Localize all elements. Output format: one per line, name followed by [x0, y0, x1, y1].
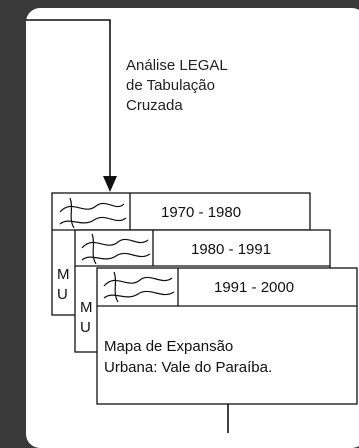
period-label-1970-1980: 1970 - 1980 [161, 204, 242, 221]
map-description-line-1: Mapa de Expansão [104, 338, 234, 355]
period-label-1991-2000: 1991 - 2000 [214, 279, 295, 296]
flow-diagram [26, 19, 358, 433]
arrow-head [103, 176, 117, 192]
map-card-1991-2000 [96, 267, 358, 405]
map-description-line-2: Urbana: Vale do Paraíba. [104, 359, 273, 376]
period-label-1980-1991: 1980 - 1991 [191, 241, 272, 258]
map-card-1-desc-fragment-2: U [57, 286, 68, 303]
input-label-line-2: de Tabulação [126, 77, 215, 94]
input-label-line-1: Análise LEGAL [126, 57, 228, 74]
map-thumbnail-icon [81, 233, 151, 265]
map-card-2-desc-fragment-1: M [80, 299, 93, 316]
map-card-1-desc-fragment-1: M [57, 266, 70, 283]
input-label-line-3: Cruzada [126, 97, 183, 114]
map-thumbnail-icon [59, 197, 127, 229]
map-thumbnail-icon [103, 271, 175, 303]
input-connector-line [26, 19, 111, 178]
map-card-2-desc-fragment-2: U [80, 319, 91, 336]
